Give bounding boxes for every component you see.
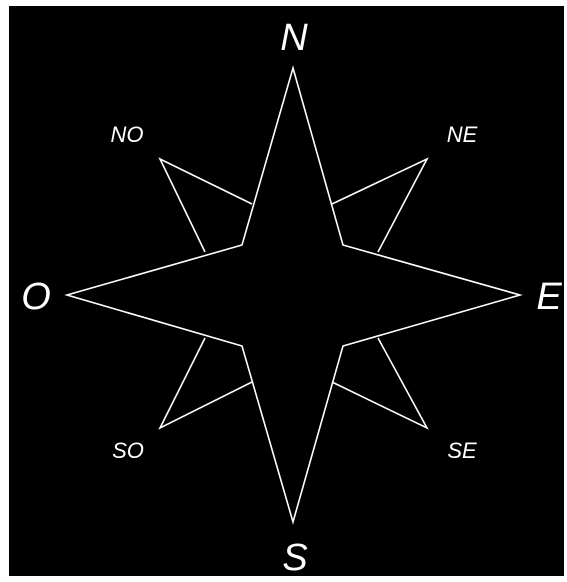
southwest-point xyxy=(160,338,252,428)
intercardinal-points xyxy=(160,159,427,428)
label-north: N xyxy=(280,17,308,59)
label-south: S xyxy=(282,537,307,579)
label-northwest: NO xyxy=(111,122,144,147)
label-east: E xyxy=(536,276,562,318)
southeast-point xyxy=(332,338,427,428)
northwest-point xyxy=(160,159,252,252)
northeast-point xyxy=(332,159,427,252)
label-southeast: SE xyxy=(447,438,477,463)
label-west: O xyxy=(21,276,51,318)
label-southwest: SO xyxy=(112,438,144,463)
label-northeast: NE xyxy=(447,122,478,147)
